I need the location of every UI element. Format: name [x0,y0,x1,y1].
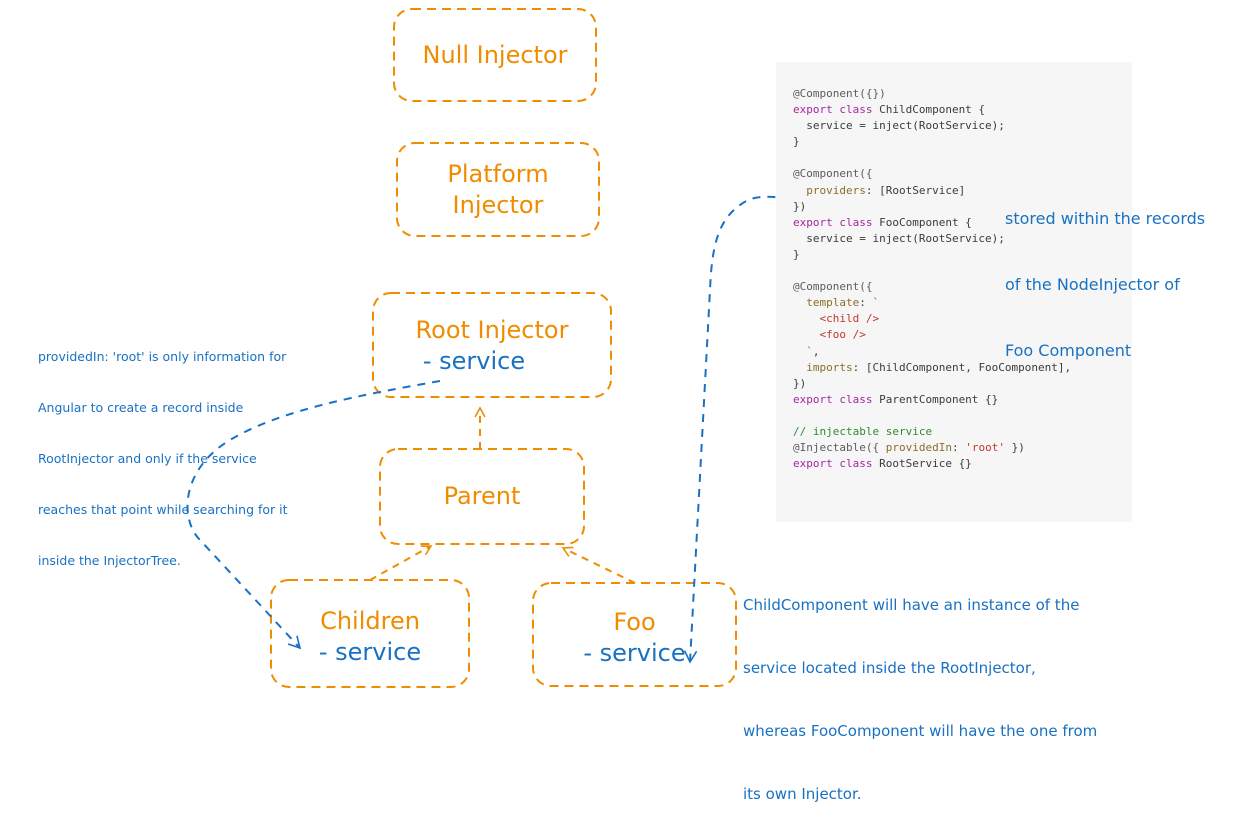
code-token: @Injectable({ [793,441,886,455]
code-line: <child /> [793,311,1071,327]
code-token: @Component({ [793,280,873,294]
code-token: export class [793,103,880,117]
note-line: providedIn: 'root' is only information f… [38,349,287,364]
code-token: service = inject(RootService); [793,119,1005,133]
code-token: imports [793,360,853,374]
arrow-foo-to-parent [561,546,636,584]
code-line: service = inject(RootService); [793,231,1071,247]
code-line: imports: [ChildComponent, FooComponent], [793,360,1071,376]
root-injector-node: Root Injector - service [373,293,611,397]
code-token: <child /> [793,312,880,326]
child-vs-foo-note: ChildComponent will have an instance of … [743,553,1097,826]
code-line: // injectable service [793,424,1071,440]
null-injector-label: Null Injector [422,40,568,69]
platform-injector-node: Platform Injector [397,143,599,236]
code-line: export class RootService {} [793,456,1071,472]
children-node: Children - service [271,580,469,687]
code-token: @Component({}) [793,87,886,100]
code-line: export class FooComponent { [793,215,1071,231]
code-token: ParentComponent {} [879,392,999,406]
note-line: of the NodeInjector of [1005,275,1180,294]
code-token: ChildComponent { [879,103,986,117]
note-line: Angular to create a record inside [38,400,244,415]
platform-injector-label-line1: Platform [447,159,549,188]
foo-label: Foo [613,608,656,636]
note-line: its own Injector. [743,785,862,803]
note-line: reaches that point while searching for i… [38,502,288,517]
code-line: @Component({}) [793,86,1071,102]
code-token: } [793,135,800,149]
code-line: template: ` [793,295,1071,311]
code-token: <foo /> [793,328,866,342]
note-line: whereas FooComponent will have the one f… [743,722,1098,740]
null-injector-node: Null Injector [394,9,596,101]
code-token: FooComponent { [879,215,972,229]
root-injector-service: - service [422,346,526,375]
code-token: providedIn [885,441,952,455]
code-line: `, [793,344,1071,360]
code-token: providers [793,183,866,197]
foo-service: - service [583,639,686,667]
code-token: service = inject(RootService); [793,231,1005,245]
code-token: ` [872,296,880,310]
code-token: , [812,344,820,358]
code-line: providers: [RootService] [793,183,1071,199]
code-line: service = inject(RootService); [793,118,1071,134]
code-token: : [ChildComponent, FooComponent], [852,360,1072,374]
code-line: } [793,247,1071,263]
code-token: template [793,296,860,310]
code-line: }) [793,199,1071,215]
note-line: stored within the records [1005,209,1206,228]
diagram-canvas [186,8,992,688]
code-line: export class ParentComponent {} [793,392,1071,408]
children-service: - service [318,638,422,666]
code-token: RootService {} [879,457,972,471]
code-line: @Component({ [793,166,1071,182]
root-injector-label: Root Injector [415,315,569,344]
parent-node: Parent [380,449,584,544]
code-line: } [793,134,1071,150]
code-token: }) [1004,441,1025,455]
code-token: export class [793,215,880,229]
platform-injector-box [396,142,600,237]
code-token: ` [793,344,813,358]
root-injector-box [372,292,612,398]
foo-node: Foo - service [533,583,736,686]
code-line: @Injectable({ providedIn: 'root' }) [793,440,1071,456]
arrow-children-to-parent [369,545,433,581]
note-line: service located inside the RootInjector, [743,659,1036,677]
null-injector-box [393,8,597,102]
code-token: } [793,247,800,261]
code-token: : [951,441,966,455]
code-line: @Component({ [793,279,1071,295]
stored-within-note: stored within the records of the NodeInj… [1005,164,1205,384]
code-line [793,408,1071,424]
provided-in-note: providedIn: 'root' is only information f… [38,314,288,586]
code-snippet-panel: @Component({}) export class ChildComponen… [776,62,1132,522]
note-line: ChildComponent will have an instance of … [743,596,1080,614]
note-line: inside the InjectorTree. [38,553,181,568]
arrow-providers-to-foo-service [683,195,806,664]
code-token: }) [793,199,807,213]
code-block: @Component({}) export class ChildComponen… [793,86,1071,472]
code-token: // injectable service [793,424,933,438]
code-token: 'root' [965,441,1005,455]
code-token: export class [793,392,880,406]
code-line: <foo /> [793,327,1071,343]
parent-label: Parent [443,482,521,510]
note-line: Foo Component [1005,341,1132,360]
code-token: }) [793,376,807,390]
code-line: }) [793,376,1071,392]
code-token: : [RootService] [865,183,966,197]
children-label: Children [320,607,420,635]
code-token: export class [793,457,880,471]
platform-injector-label-line2: Injector [452,190,544,219]
note-line: RootInjector and only if the service [38,451,257,466]
parent-box [379,448,585,545]
code-token: : [859,296,873,310]
code-token: @Component({ [793,167,873,181]
code-line: export class ChildComponent { [793,102,1071,118]
